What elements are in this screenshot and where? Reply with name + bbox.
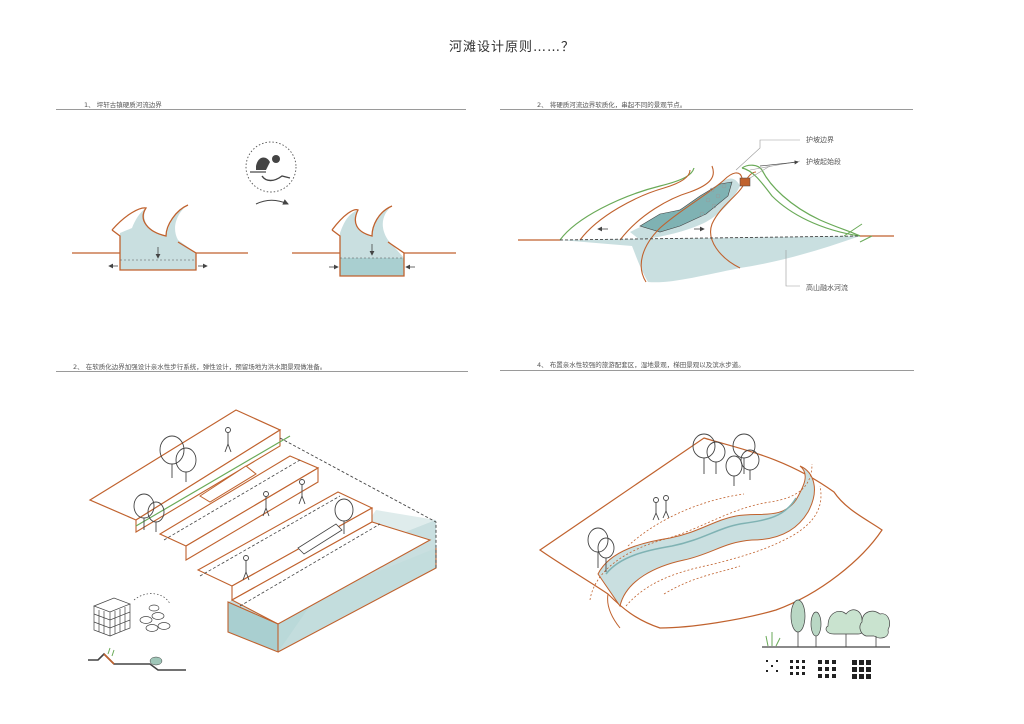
hard-river-section-left bbox=[72, 204, 248, 271]
grid-dot bbox=[866, 674, 871, 679]
grid-dot bbox=[776, 670, 778, 672]
soft-river-section bbox=[518, 139, 894, 287]
person-icon bbox=[224, 427, 306, 581]
divider-4 bbox=[500, 370, 914, 371]
caption-panel-4: 4、 布置亲水性较强的旅游配套区，湿地景观，梯田景观以及滨水步道。 bbox=[537, 361, 745, 369]
label-slope-boundary: 护坡边界 bbox=[806, 136, 834, 144]
grid-dot bbox=[796, 672, 799, 675]
tree-icon bbox=[133, 435, 354, 534]
grid-dot bbox=[790, 666, 793, 669]
arrow-icon bbox=[255, 199, 289, 205]
grid-dot bbox=[818, 660, 822, 664]
tree-icon bbox=[587, 433, 760, 572]
grid-dot bbox=[852, 674, 857, 679]
divider-1 bbox=[56, 109, 466, 110]
grid-dot bbox=[818, 667, 822, 671]
grid-dot bbox=[818, 674, 822, 678]
stone-icon bbox=[139, 604, 171, 632]
person-icon bbox=[652, 495, 670, 521]
density-dot-grid bbox=[766, 660, 871, 679]
grid-dot bbox=[866, 660, 871, 665]
divider-3 bbox=[56, 371, 468, 372]
wetland-landscape-axonometric bbox=[538, 437, 883, 629]
grid-dot bbox=[852, 660, 857, 665]
grid-dot bbox=[796, 660, 799, 663]
grid-dot bbox=[771, 665, 773, 667]
grid-dot bbox=[790, 672, 793, 675]
grid-dot bbox=[859, 667, 864, 672]
page-title: 河滩设计原则……？ bbox=[448, 40, 575, 55]
hard-river-section-right bbox=[292, 205, 456, 277]
section-sketch bbox=[88, 647, 186, 671]
grid-dot bbox=[796, 666, 799, 669]
terraced-riverbank-axonometric bbox=[88, 409, 437, 653]
caption-panel-3: 2、 在软质化边界加强设计亲水性步行系统，弹性设计，预留场地为洪水期景观做准备。 bbox=[73, 363, 327, 371]
swimmer-icon bbox=[245, 141, 297, 193]
grid-dot bbox=[825, 674, 829, 678]
grid-dot bbox=[859, 660, 864, 665]
vegetation-legend bbox=[762, 599, 890, 648]
grid-dot bbox=[766, 670, 768, 672]
caption-panel-1: 1、 坪轩古镇硬质河流边界 bbox=[84, 101, 162, 109]
grid-dot bbox=[832, 667, 836, 671]
grid-dot bbox=[776, 660, 778, 662]
grid-dot bbox=[825, 660, 829, 664]
grid-dot bbox=[766, 660, 768, 662]
caption-panel-2: 2、 将硬质河流边界软质化，串起不同的景观节点。 bbox=[537, 101, 687, 109]
grid-dot bbox=[866, 667, 871, 672]
grid-dot bbox=[859, 674, 864, 679]
grid-dot bbox=[832, 660, 836, 664]
grid-dot bbox=[790, 660, 793, 663]
grid-dot bbox=[832, 674, 836, 678]
grid-dot bbox=[802, 672, 805, 675]
label-meltwater-river: 高山融水河流 bbox=[806, 284, 848, 292]
grid-dot bbox=[852, 667, 857, 672]
gabion-icon bbox=[93, 593, 171, 637]
divider-2 bbox=[500, 109, 913, 110]
grid-dot bbox=[825, 667, 829, 671]
label-slope-start: 护坡起始段 bbox=[806, 158, 841, 166]
grid-dot bbox=[802, 666, 805, 669]
grid-dot bbox=[802, 660, 805, 663]
